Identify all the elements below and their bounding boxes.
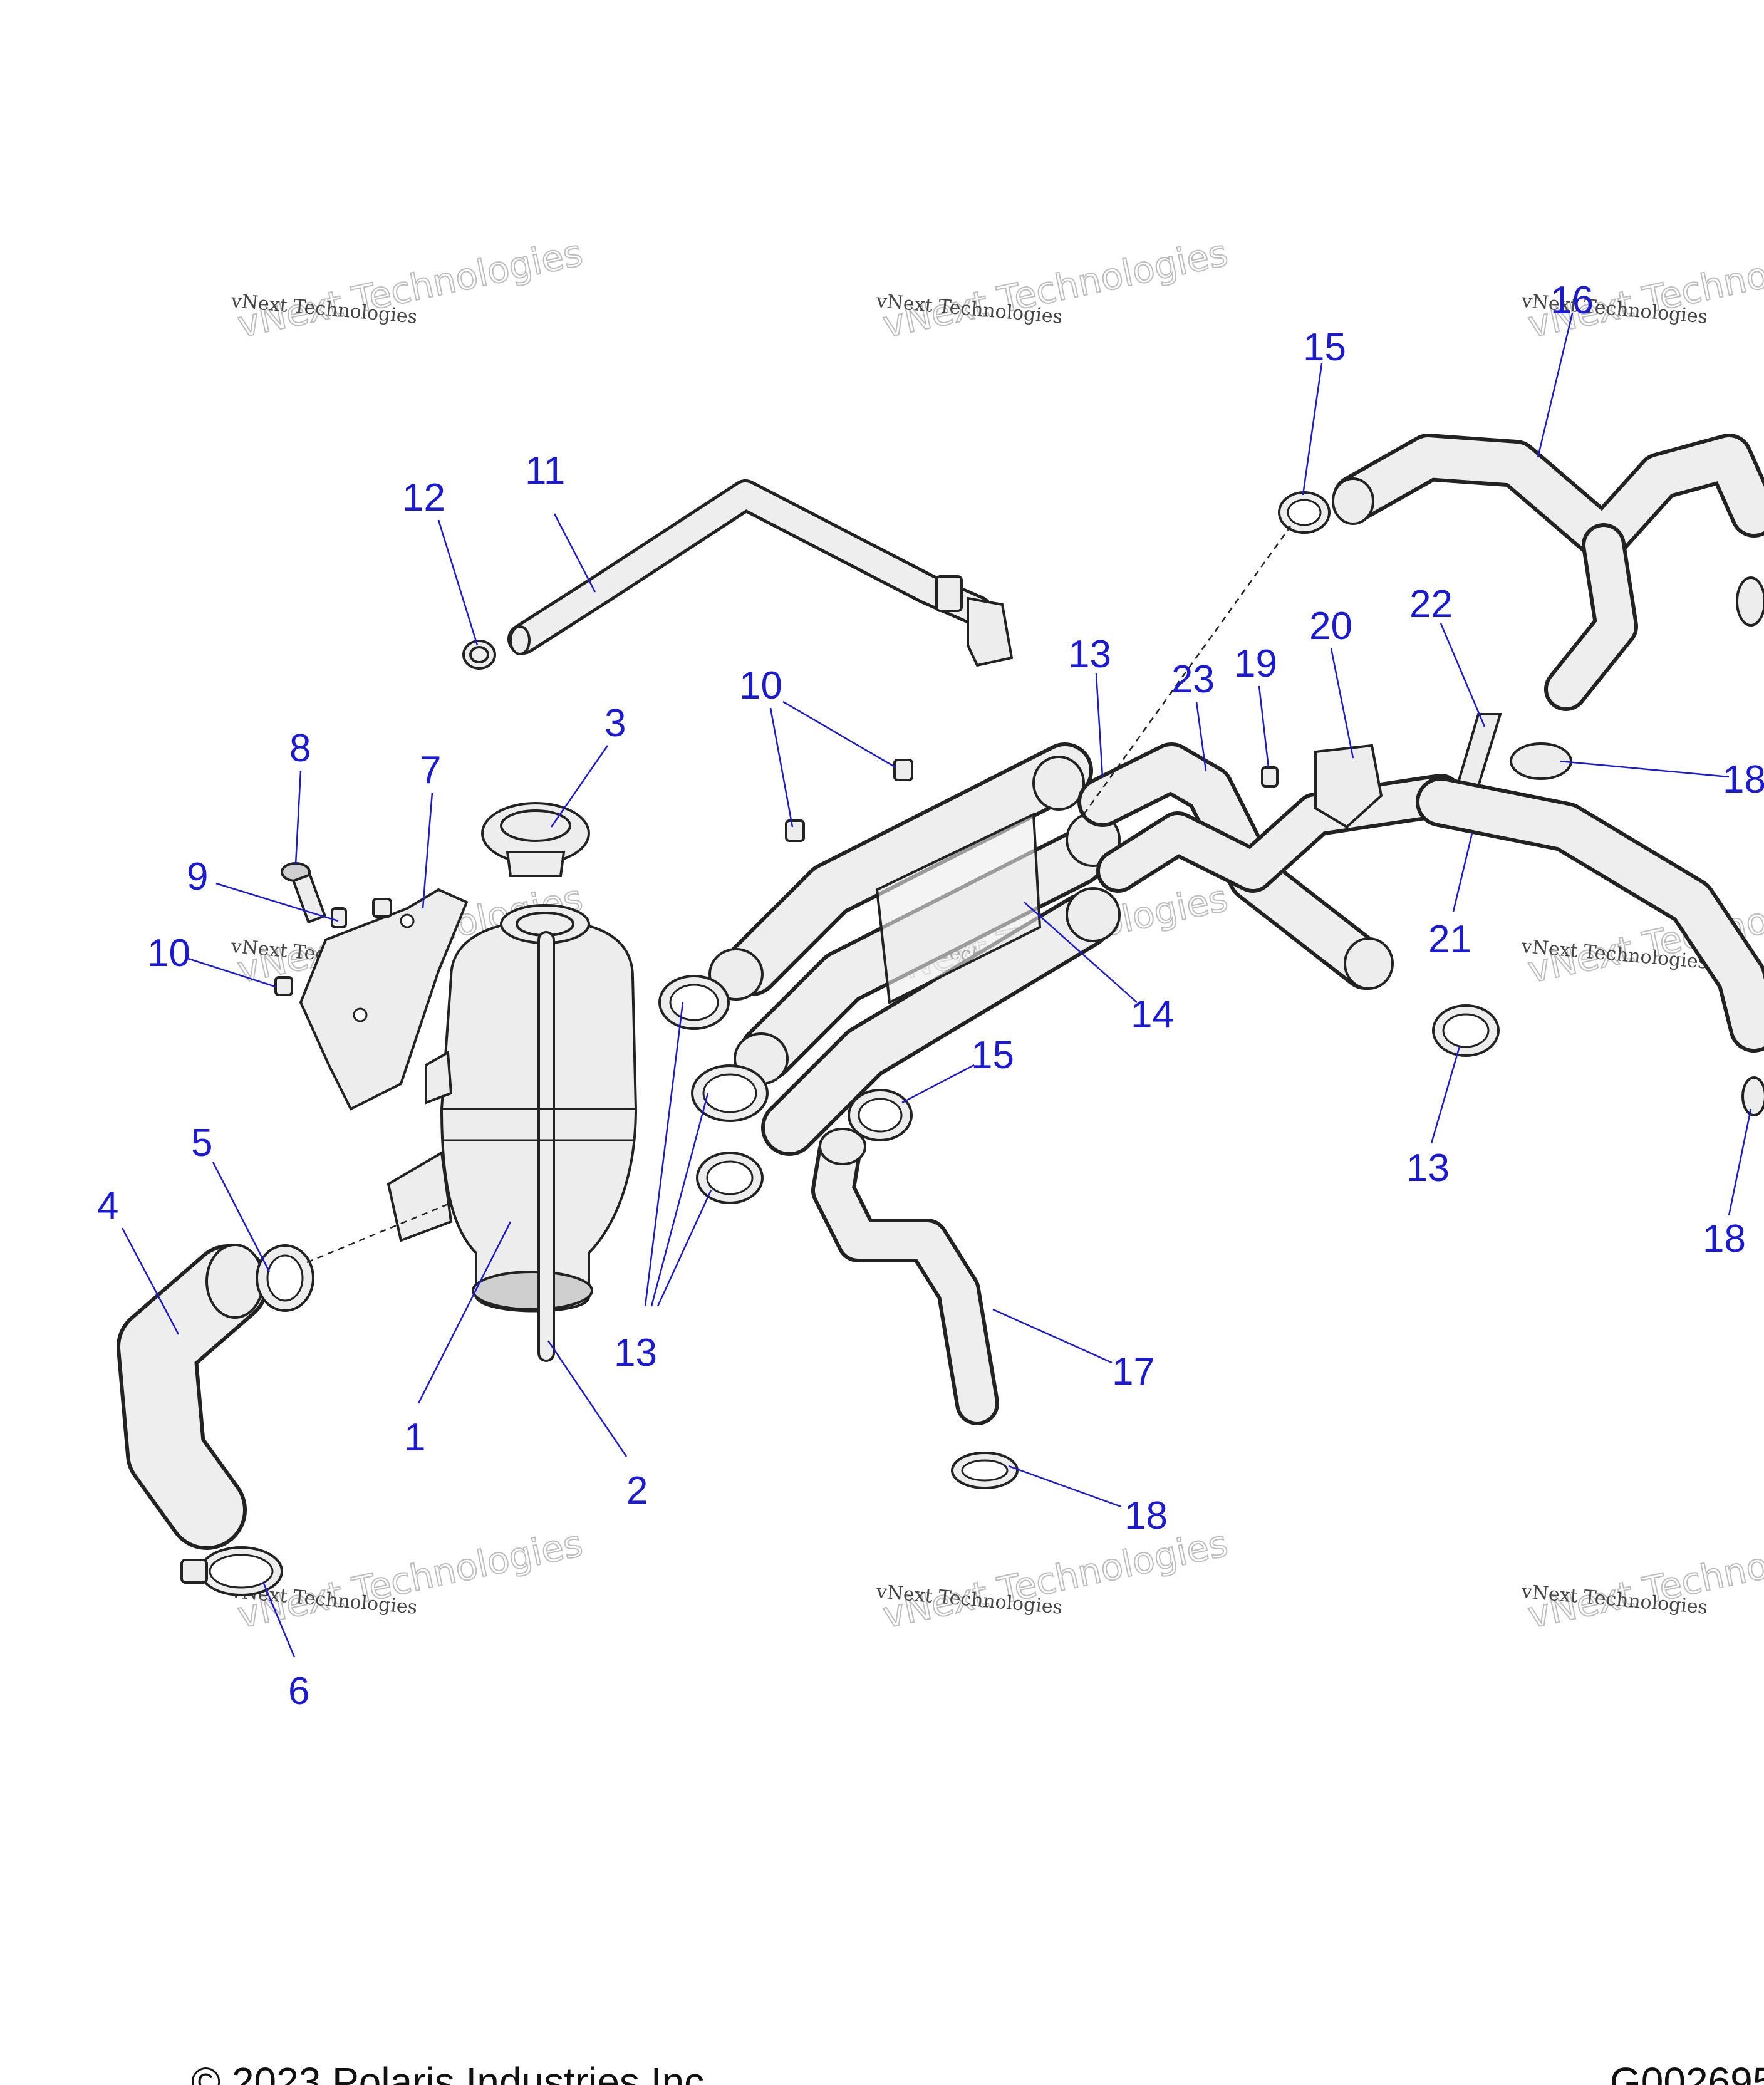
callout-17: 17 — [1112, 1350, 1155, 1393]
leader-line-3 — [550, 745, 609, 828]
callout-18b: 18 — [1703, 1217, 1746, 1261]
leader-line-11 — [553, 513, 596, 593]
leader-line-17 — [992, 1308, 1113, 1364]
leader-line-6 — [262, 1581, 296, 1658]
leader-line-14 — [1024, 902, 1138, 1003]
leader-line-18c — [1008, 1465, 1122, 1508]
leader-line-5 — [212, 1162, 271, 1272]
part-3-cap — [481, 802, 590, 877]
leader-line-8 — [294, 770, 302, 865]
callout-4: 4 — [97, 1184, 118, 1227]
leader-line-12 — [437, 519, 479, 646]
leader-line-10b — [769, 707, 794, 828]
leader-line-13b — [650, 1093, 709, 1307]
leader-line-15a — [1302, 363, 1323, 496]
leader-line-21 — [1452, 833, 1473, 912]
watermark: vNext Technologies vNext Technologies — [875, 1521, 1232, 1637]
callout-9: 9 — [187, 855, 208, 898]
leader-line-13a — [1095, 673, 1104, 777]
part-23-hose — [1077, 742, 1463, 990]
watermark-text: vNext Technologies — [879, 1522, 1231, 1636]
callout-18c: 18 — [1124, 1494, 1168, 1537]
callout-10b: 10 — [739, 664, 782, 707]
callout-13a: 13 — [1068, 633, 1111, 676]
leader-lines — [121, 313, 1752, 1658]
callout-8: 8 — [289, 727, 311, 770]
part-10-screws — [274, 759, 913, 996]
part-12-clamp — [462, 640, 496, 670]
leader-line-2 — [547, 1340, 628, 1457]
callout-12: 12 — [402, 476, 445, 519]
part-18-clamps — [951, 576, 1764, 1489]
callout-labels: 1 2 3 4 5 6 7 8 9 10 10 11 12 13 13 13 1… — [97, 279, 1764, 1713]
callout-13b: 13 — [614, 1331, 657, 1375]
callout-19: 19 — [1234, 642, 1277, 685]
watermark: vNext Technologies vNext Technologies — [875, 231, 1232, 346]
callout-5: 5 — [191, 1121, 212, 1165]
watermark: vNext Technologies vNext Technologies — [1520, 1521, 1764, 1637]
callout-18a: 18 — [1723, 758, 1764, 801]
callout-2: 2 — [626, 1469, 648, 1512]
watermark-text: vNext Technologies — [234, 231, 586, 346]
copyright-text: © 2023 Polaris Industries Inc. — [191, 2059, 715, 2085]
callout-15b: 15 — [971, 1034, 1014, 1077]
alignment-line — [1082, 526, 1292, 815]
part-long-hose — [1416, 777, 1764, 1053]
leader-line-13b — [644, 1002, 684, 1307]
leader-line-16 — [1537, 313, 1574, 458]
part-20-clamp — [1314, 744, 1383, 829]
part-6-clamp — [180, 1546, 283, 1596]
callout-22: 22 — [1409, 583, 1453, 626]
leader-line-18a — [1559, 760, 1730, 778]
part-14-exchanger — [708, 742, 1121, 1156]
part-11-tube — [507, 479, 1014, 667]
leader-line-10a — [187, 957, 276, 988]
part-16-hose — [1332, 434, 1764, 711]
callout-16: 16 — [1550, 279, 1594, 322]
leader-line-10b — [782, 700, 896, 769]
part-4-hose — [117, 1244, 269, 1550]
watermark: vNext Technologies vNext Technologies — [230, 1521, 587, 1637]
callout-20: 20 — [1309, 605, 1352, 648]
part-17-hose — [811, 1128, 999, 1425]
part-9-screw — [331, 898, 392, 928]
alignment-line — [306, 1202, 452, 1264]
part-19-screw — [1261, 766, 1279, 788]
watermark-text: vNext Technologies — [1524, 1522, 1764, 1636]
leader-line-9 — [215, 882, 339, 922]
part-8-bolt — [281, 862, 327, 924]
part-15-clamps — [848, 491, 1331, 1141]
callout-21: 21 — [1428, 918, 1471, 961]
callout-13c: 13 — [1406, 1146, 1450, 1190]
part-1-reservoir — [387, 904, 638, 1362]
leader-line-22 — [1440, 623, 1486, 727]
callout-1: 1 — [404, 1416, 425, 1459]
part-13-clamps — [658, 975, 1500, 1204]
leader-line-4 — [121, 1227, 180, 1335]
leader-line-18b — [1728, 1108, 1752, 1216]
callout-10a: 10 — [147, 932, 190, 975]
leader-line-7 — [422, 792, 433, 909]
leader-line-13b — [656, 1190, 712, 1307]
callout-15a: 15 — [1303, 326, 1346, 369]
callout-14: 14 — [1131, 993, 1174, 1036]
callout-7: 7 — [420, 749, 441, 792]
callout-3: 3 — [604, 702, 626, 745]
watermark: vNext Technologies vNext Technologies — [230, 231, 587, 346]
leader-line-15b — [901, 1064, 975, 1104]
leader-line-19 — [1258, 685, 1270, 768]
callout-6: 6 — [288, 1670, 309, 1713]
leader-line-13c — [1430, 1046, 1461, 1144]
leader-line-1 — [417, 1221, 512, 1404]
watermark-text: vNext Technologies — [879, 231, 1231, 346]
drawing-id-text: G0026957 — [1610, 2059, 1764, 2085]
watermark-text: vNext Technologies — [234, 1522, 586, 1636]
callout-23: 23 — [1171, 658, 1215, 701]
part-5-clamp — [256, 1244, 314, 1312]
leader-line-20 — [1330, 648, 1354, 759]
leader-line-23 — [1195, 701, 1207, 771]
callout-11: 11 — [525, 449, 565, 492]
